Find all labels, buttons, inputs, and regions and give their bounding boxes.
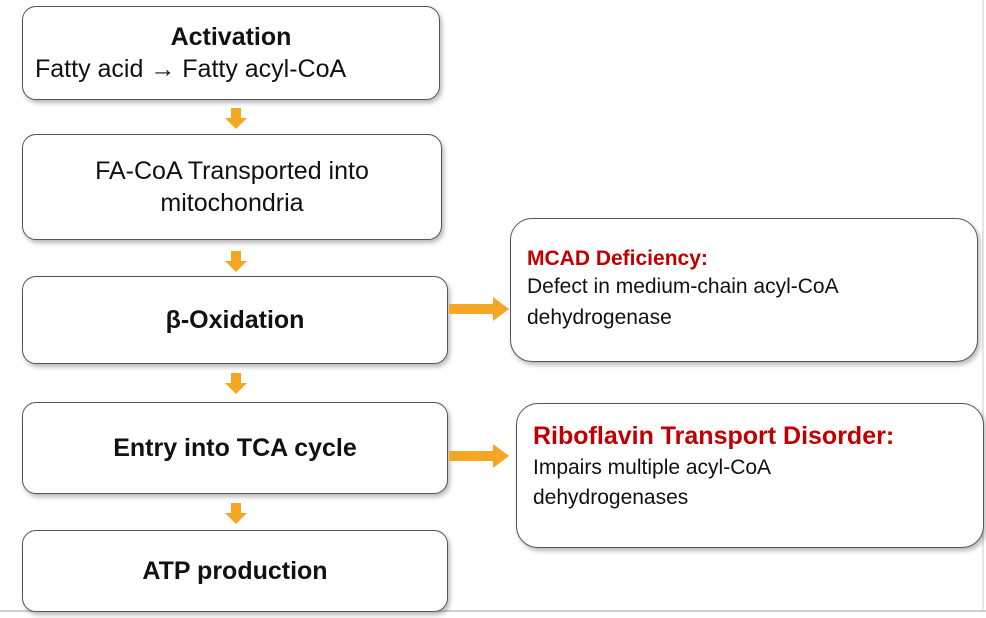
arrow-down-icon	[225, 108, 247, 129]
step-transport-line-2: mitochondria	[160, 189, 304, 217]
riboflavin-transport-disorder-title: Riboflavin Transport Disorder:	[533, 422, 895, 450]
mcad-deficiency-body-line-2: dehydrogenase	[527, 305, 672, 329]
arrow-down-icon	[225, 373, 247, 394]
step-beta-oxidation-title: β-Oxidation	[165, 305, 305, 334]
step-transport-box: FA-CoA Transported into mitochondria	[22, 134, 442, 240]
mcad-deficiency-title: MCAD Deficiency:	[527, 247, 708, 270]
step-atp-production-box: ATP production	[22, 530, 448, 612]
arrow-down-icon	[225, 503, 247, 524]
arrow-right-icon	[449, 297, 509, 321]
step-activation-box: Activation Fatty acid → Fatty acyl-CoA	[22, 6, 440, 100]
frame-border-bottom	[0, 610, 986, 612]
mcad-deficiency-body-line-1: Defect in medium-chain acyl-CoA	[527, 275, 839, 299]
riboflavin-transport-disorder-body-line-1: Impairs multiple acyl-CoA	[533, 455, 772, 479]
step-activation-title: Activation	[170, 22, 292, 51]
mcad-deficiency-box: MCAD Deficiency: Defect in medium-chain …	[510, 218, 978, 362]
frame-border-right	[982, 0, 984, 612]
step-activation-reaction: Fatty acid → Fatty acyl-CoA	[35, 55, 347, 83]
arrow-right-icon	[449, 444, 509, 468]
step-beta-oxidation-box: β-Oxidation	[22, 276, 448, 364]
riboflavin-transport-disorder-body-line-2: dehydrogenases	[533, 485, 689, 509]
step-tca-entry-box: Entry into TCA cycle	[22, 402, 448, 494]
riboflavin-transport-disorder-box: Riboflavin Transport Disorder: Impairs m…	[516, 403, 984, 548]
step-atp-production-title: ATP production	[142, 556, 328, 585]
step-transport-line-1: FA-CoA Transported into	[95, 156, 369, 185]
step-tca-entry-title: Entry into TCA cycle	[113, 433, 357, 462]
arrow-down-icon	[225, 251, 247, 272]
